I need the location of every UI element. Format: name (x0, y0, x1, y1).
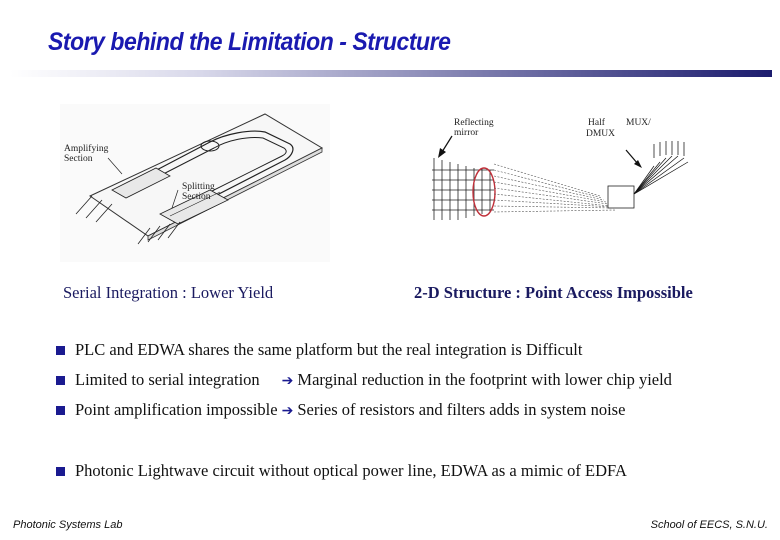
bullet-item: Photonic Lightwave circuit without optic… (56, 461, 627, 481)
caption-right: 2-D Structure : Point Access Impossible (414, 283, 693, 302)
bullet-text: Limited to serial integration (75, 370, 260, 389)
bullet-item: Limited to serial integration ➔ Marginal… (56, 370, 672, 390)
footer-lab-name: Photonic Systems Lab (13, 519, 123, 531)
bullet-text-result: Marginal reduction in the footprint with… (297, 370, 672, 389)
reflecting-mirror-label: Reflecting mirror (454, 118, 494, 138)
slide-title: Story behind the Limitation - Structure (48, 28, 451, 56)
bullet-item: Point amplification impossible ➔ Series … (56, 400, 625, 420)
footer-school-name: School of EECS, S.N.U. (650, 519, 768, 531)
arrow-icon: ➔ (281, 404, 294, 419)
bullet-square-icon (56, 467, 65, 476)
bullet-item: PLC and EDWA shares the same platform bu… (56, 340, 582, 360)
half-label: Half (588, 118, 605, 128)
bullet-text: Point amplification impossible (75, 400, 278, 419)
title-underline (10, 70, 772, 77)
splitting-section-label: Splitting Section (182, 182, 215, 202)
bullet-square-icon (56, 406, 65, 415)
bullet-square-icon (56, 376, 65, 385)
amplifying-section-label: Amplifying Section (64, 144, 109, 164)
bullet-text: PLC and EDWA shares the same platform bu… (75, 340, 583, 359)
structure-drawing (432, 135, 689, 220)
dmux-label: DMUX (586, 129, 616, 139)
arrow-icon: ➔ (281, 374, 294, 389)
bullet-square-icon (56, 346, 65, 355)
bullet-text: Photonic Lightwave circuit without optic… (75, 461, 627, 480)
2d-structure-figure: Reflecting mirror Half MUX/ DMUX (420, 108, 690, 234)
caption-left: Serial Integration : Lower Yield (63, 283, 274, 302)
mux-label: MUX/ (626, 118, 651, 128)
serial-integration-figure: Amplifying Section Splitting Section (60, 104, 330, 262)
bullet-text-result: Series of resistors and filters adds in … (297, 400, 626, 419)
chip-drawing (60, 104, 330, 262)
